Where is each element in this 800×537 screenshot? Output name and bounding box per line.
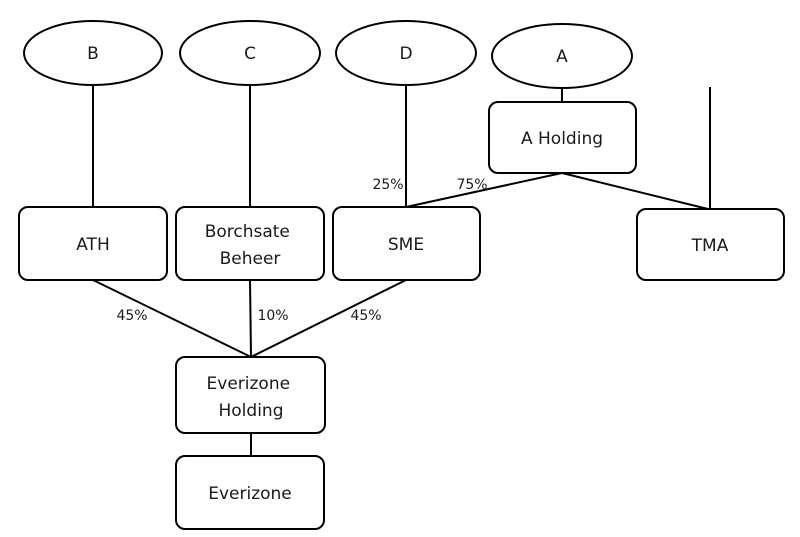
entity-borchsate-beheer-line-1: Borchsate (205, 222, 290, 242)
owner-c-ellipse (179, 20, 321, 86)
entity-everizone-label: Everizone (208, 484, 292, 504)
entity-borchsate-beheer-box (175, 206, 325, 281)
owner-a-label: A (556, 47, 568, 67)
owner-c: C (179, 20, 321, 86)
entity-tma-line-1: TMA (691, 236, 729, 256)
entity-a-holding: A Holding (488, 101, 637, 174)
pct-borchsate-everizone-holding: 10% (257, 308, 288, 324)
entity-tma-box (636, 208, 785, 281)
owner-c-label: C (244, 44, 256, 64)
entity-everizone-holding-line-1: Everizone (207, 374, 291, 394)
edge-ath-everizone-holding (92, 279, 252, 358)
pct-sme-everizone-holding: 45% (350, 308, 381, 324)
entity-borchsate-beheer: Borchsate Beheer (175, 206, 325, 281)
edge-aholding-tma (561, 172, 709, 210)
owner-a-ellipse (491, 23, 633, 89)
entity-everizone-holding-line-2: Holding (219, 401, 284, 421)
owner-b-label: B (87, 44, 99, 64)
entity-everizone-box (175, 455, 325, 530)
owner-d-ellipse (335, 20, 477, 86)
entity-everizone: Everizone (175, 455, 325, 530)
entity-tma: TMA (636, 208, 785, 281)
owner-b: B (23, 20, 163, 86)
entity-everizone-holding: Everizone Holding (175, 356, 326, 434)
entity-a-holding-box (488, 101, 637, 174)
entity-everizone-line-1: Everizone (208, 484, 292, 504)
entity-everizone-holding-box (175, 356, 326, 434)
entity-ath: ATH (18, 206, 168, 281)
edge-aholding-sme (405, 172, 563, 208)
entity-sme-label: SME (388, 235, 424, 255)
owner-d: D (335, 20, 477, 86)
entity-ath-line-1: ATH (76, 235, 109, 255)
owner-d-label: D (399, 44, 412, 64)
entity-ath-box (18, 206, 168, 281)
entity-borchsate-beheer-line-2: Beheer (220, 249, 281, 269)
entity-ath-label: ATH (76, 235, 109, 255)
pct-d-sme: 25% (372, 177, 403, 193)
entity-sme: SME (332, 206, 481, 281)
pct-aholding-sme: 75% (456, 177, 487, 193)
pct-ath-everizone-holding: 45% (116, 308, 147, 324)
owner-b-ellipse (23, 20, 163, 86)
entity-borchsate-beheer-label: Borchsate Beheer (205, 222, 296, 269)
entity-tma-label: TMA (691, 236, 729, 256)
entity-a-holding-line-1: A Holding (521, 129, 603, 149)
edge-borchsate-everizone-holding (249, 279, 252, 358)
entity-a-holding-label: A Holding (521, 129, 603, 149)
owner-a: A (491, 23, 633, 89)
entity-sme-box (332, 206, 481, 281)
edge-sme-everizone-holding (250, 279, 407, 358)
entity-sme-line-1: SME (388, 235, 424, 255)
entity-everizone-holding-label: Everizone Holding (207, 374, 296, 421)
